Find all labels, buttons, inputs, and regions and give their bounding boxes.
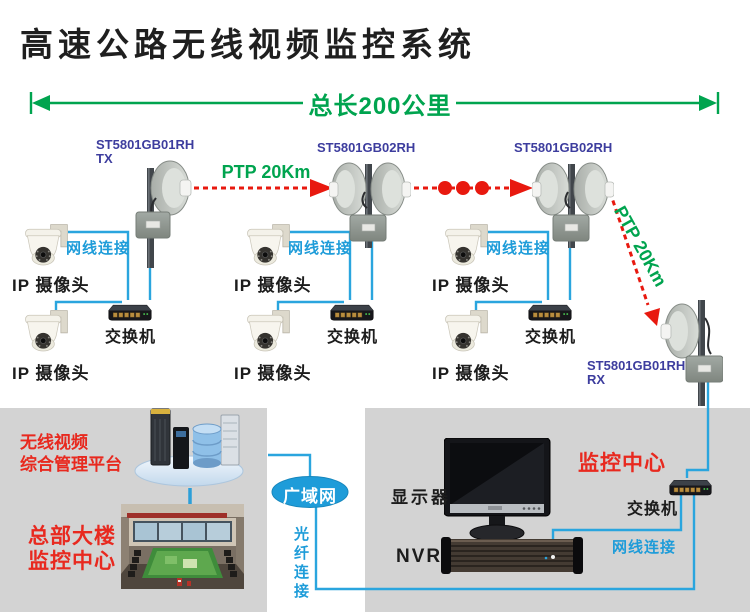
total-length-measure-arrow xyxy=(29,92,720,114)
dome-camera-icon xyxy=(20,221,72,269)
antenna-rx-role: RX xyxy=(587,372,606,387)
center-title: 监控中心 xyxy=(578,452,666,475)
antenna-tx-role: TX xyxy=(96,151,113,166)
dome-camera-icon xyxy=(440,307,492,355)
hq-label-line1: 总部大楼 xyxy=(28,525,116,548)
ethernet-cable-label: 网线连接 xyxy=(66,240,131,257)
monitor-icon xyxy=(444,438,551,542)
total-length-label: 总长200公里 xyxy=(308,93,452,120)
antenna-rx-icon xyxy=(653,298,723,408)
monitor-label: 显示器 xyxy=(391,488,451,507)
ip-camera-label: IP 摄像头 xyxy=(432,276,510,295)
switch-icon xyxy=(329,299,375,322)
antenna-rx-label: ST5801GB01RH RX xyxy=(587,359,685,387)
switch-icon xyxy=(107,299,153,322)
antenna-relay2-label: ST5801GB02RH xyxy=(514,140,613,155)
switch-icon xyxy=(668,474,713,497)
dome-camera-icon xyxy=(20,307,72,355)
ethernet-cable-label: 网线连接 xyxy=(612,539,677,556)
management-platform-icon xyxy=(134,408,244,487)
antenna-tx-icon xyxy=(134,158,194,276)
switch-label: 交换机 xyxy=(105,329,157,346)
ip-camera-label: IP 摄像头 xyxy=(12,276,90,295)
antenna-tx-label: ST5801GB01RH TX xyxy=(96,138,194,166)
ptp-arrow-1 xyxy=(194,179,333,197)
antenna-relay1-label: ST5801GB02RH xyxy=(317,140,416,155)
platform-label-line2: 综合管理平台 xyxy=(20,455,122,474)
dome-camera-icon xyxy=(440,221,492,269)
switch-label: 交换机 xyxy=(627,501,679,518)
control-room-photo xyxy=(121,504,244,589)
dome-camera-icon xyxy=(242,221,294,269)
switch-label: 交换机 xyxy=(525,329,577,346)
ptp-label-1: PTP 20Km xyxy=(221,162,311,182)
hq-label: 总部大楼 监控中心 xyxy=(28,524,116,574)
wan-label: 广域网 xyxy=(283,487,337,506)
platform-label: 无线视频 综合管理平台 xyxy=(20,432,122,476)
ethernet-cable-label: 网线连接 xyxy=(486,240,551,257)
page-title: 高速公路无线视频监控系统 xyxy=(20,26,476,63)
ptp-arrow-3 xyxy=(608,191,660,326)
ip-camera-label: IP 摄像头 xyxy=(12,364,90,383)
ethernet-cable-label: 网线连接 xyxy=(288,240,353,257)
platform-label-line1: 无线视频 xyxy=(20,433,88,452)
switch-icon xyxy=(527,299,573,322)
ip-camera-label: IP 摄像头 xyxy=(432,364,510,383)
ip-camera-label: IP 摄像头 xyxy=(234,276,312,295)
ip-camera-label: IP 摄像头 xyxy=(234,364,312,383)
dome-camera-icon xyxy=(242,307,294,355)
wan-cloud xyxy=(271,476,349,508)
fiber-label: 光纤连接 xyxy=(292,526,309,602)
fiber-wires xyxy=(268,453,696,591)
nvr-icon xyxy=(441,537,583,574)
switch-label: 交换机 xyxy=(327,329,379,346)
antenna-tx-model: ST5801GB01RH xyxy=(96,137,195,152)
ptp-arrow-2 xyxy=(414,179,533,197)
antenna-rx-model: ST5801GB01RH xyxy=(587,358,686,373)
nvr-label: NVR xyxy=(396,546,443,567)
hq-label-line2: 监控中心 xyxy=(28,550,116,573)
